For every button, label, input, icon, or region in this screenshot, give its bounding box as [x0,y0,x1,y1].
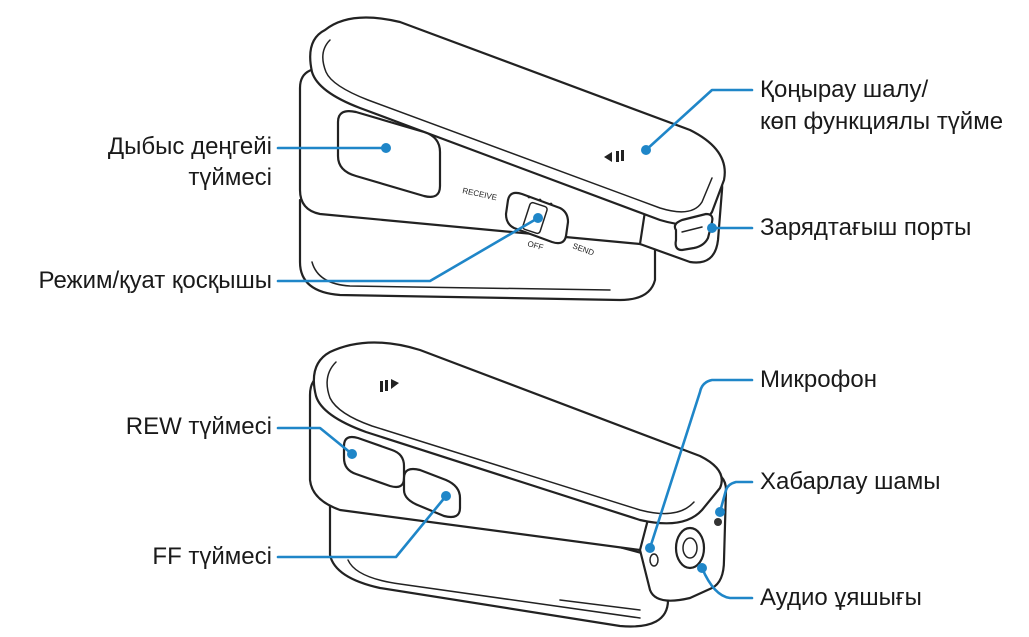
callout-dot [697,563,707,573]
microphone-hole [649,553,659,567]
play-pause-icon [380,379,399,392]
label-volume-button: Дыбыс деңгейі [107,133,272,160]
label-mode-switch: Режим/қуат қосқышы [38,267,272,294]
label-audio-jack: Аудио ұяшығы [760,584,922,611]
callout-dot [641,145,651,155]
label-ff-button: FF түймесі [152,543,272,570]
audio-jack [674,526,706,570]
bottom-device [308,341,728,628]
callout-dot [645,543,655,553]
charger-port [673,212,714,252]
indicator-light [714,518,722,526]
callout-dot [441,491,451,501]
switch-mark-off: OFF [526,239,544,252]
play-pause-icon [604,150,624,162]
callout-dot [347,449,357,459]
top-device: RECEIVE OFF SEND [298,16,726,302]
callout-dot [381,143,391,153]
ff-button[interactable] [402,467,462,519]
bottom-device-top-surface [312,341,723,525]
label-charger-port: Зарядтағыш порты [760,214,972,241]
label-rew-button: REW түймесі [125,413,272,440]
label-call-end-button: Қоңырау шалу/ [760,76,929,103]
volume-button[interactable] [336,110,442,198]
callout-dot [715,507,725,517]
label-indicator-light: Хабарлау шамы [760,468,941,495]
callout-lines [276,88,754,600]
label-volume-button-line2: түймесі [188,164,272,191]
callout-dot [533,213,543,223]
callout-dot [707,223,717,233]
label-call-end-button-line2: көп функциялы түйме [760,108,1004,135]
label-microphone: Микрофон [760,366,877,393]
